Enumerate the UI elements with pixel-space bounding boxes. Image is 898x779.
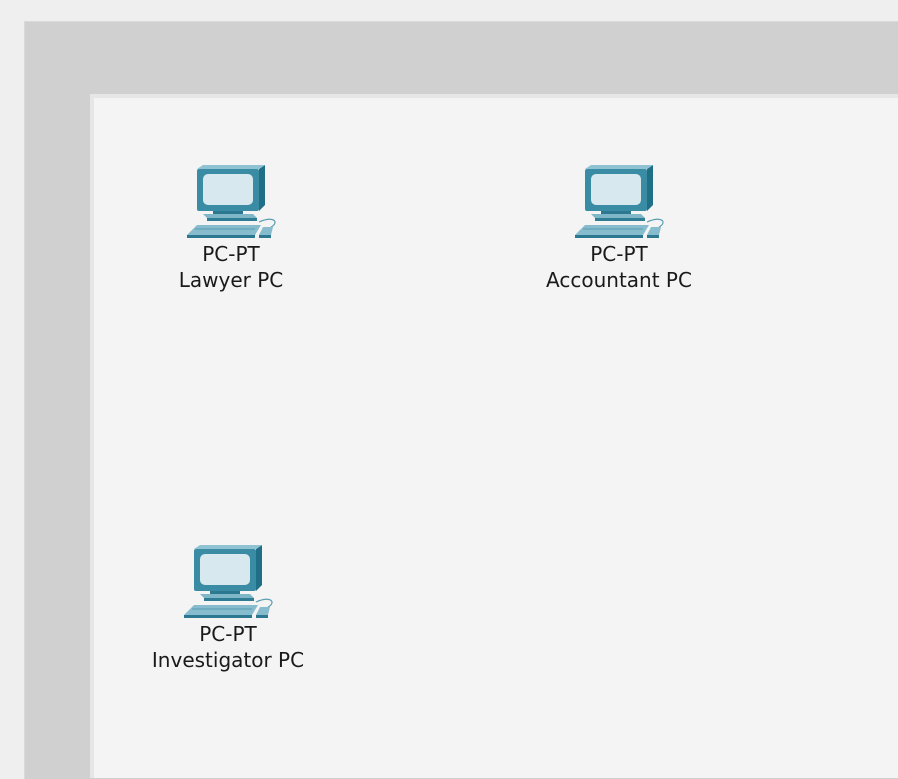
logical-workspace[interactable]: PC-PT Lawyer PC PC-PT Accountant PC PC-P…: [90, 94, 898, 778]
pc-icon: [180, 545, 276, 621]
pc-icon: [183, 165, 279, 241]
device-name-label: Accountant PC: [546, 268, 692, 292]
device-investigator-pc[interactable]: PC-PT Investigator PC: [138, 545, 318, 673]
device-name-label: Lawyer PC: [178, 268, 284, 292]
device-lawyer-pc[interactable]: PC-PT Lawyer PC: [141, 165, 321, 293]
pc-icon: [571, 165, 667, 241]
device-model-label: PC-PT: [202, 242, 260, 266]
device-name-label: Investigator PC: [151, 648, 305, 672]
device-model-label: PC-PT: [199, 622, 257, 646]
device-accountant-pc[interactable]: PC-PT Accountant PC: [529, 165, 709, 293]
device-model-label: PC-PT: [590, 242, 648, 266]
